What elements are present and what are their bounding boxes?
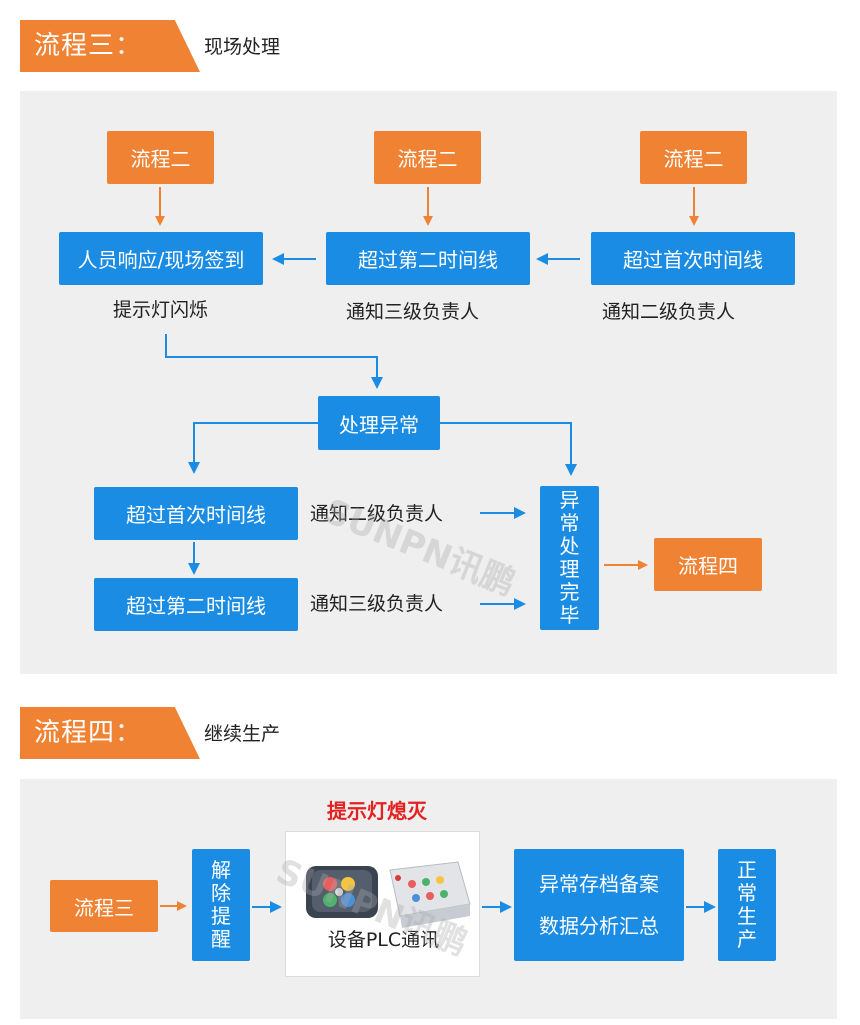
- done-char: 异: [559, 488, 580, 512]
- normal-char: 生: [737, 904, 757, 928]
- section4-tab: 流程四：: [20, 707, 200, 759]
- archive-box: 异常存档备案 数据分析汇总: [514, 849, 684, 961]
- row1-note-level3: 通知三级负责人: [346, 301, 480, 323]
- done-char: 理: [559, 557, 580, 581]
- row1-note-blink: 提示灯闪烁: [113, 299, 209, 321]
- row1-note-level2: 通知二级负责人: [602, 301, 736, 323]
- archive-line-2: 数据分析汇总: [539, 914, 659, 938]
- plc-devices-image: [306, 861, 471, 928]
- top-box-1: 流程二: [107, 131, 214, 184]
- plc-box-device-icon: [389, 861, 471, 928]
- normal-char: 正: [737, 858, 757, 882]
- normal-char: 常: [737, 881, 757, 905]
- done-char: 处: [559, 534, 580, 558]
- top-box-3: 流程二: [640, 131, 747, 184]
- normal-production-box: 正 常 生 产: [718, 849, 776, 961]
- section4-subtitle: 继续生产: [204, 723, 281, 745]
- next-flow-box: 流程四: [654, 538, 762, 591]
- section3-tab: 流程三：: [20, 20, 200, 72]
- arrow-blink-to-handle: [165, 334, 383, 389]
- archive-line-1: 异常存档备案: [539, 872, 659, 896]
- lower-note-level2: 通知二级负责人: [310, 503, 444, 525]
- done-box: 异 常 处 理 完 毕: [540, 486, 599, 630]
- release-box: 解 除 提 醒: [192, 849, 250, 961]
- lower-box-second-line: 超过第二时间线: [94, 578, 298, 631]
- arrow-handle-left: [188, 422, 318, 474]
- release-char: 除: [211, 881, 231, 905]
- row1-box-response: 人员响应/现场签到: [59, 232, 263, 285]
- release-char: 提: [211, 904, 231, 928]
- lower-box-first-line: 超过首次时间线: [94, 487, 298, 540]
- light-off-label: 提示灯熄灭: [327, 799, 427, 823]
- release-char: 解: [211, 858, 231, 882]
- device-caption: 设备PLC通讯: [327, 929, 440, 951]
- arrow-handle-right: [440, 422, 577, 476]
- row1-box-second-line: 超过第二时间线: [326, 232, 530, 285]
- device-card: 设备PLC通讯: [285, 831, 480, 977]
- s4-start-box: 流程三: [50, 880, 158, 932]
- done-char: 常: [559, 511, 580, 535]
- row1-box-first-line: 超过首次时间线: [591, 232, 795, 285]
- done-char: 毕: [559, 603, 580, 627]
- indicator-light-device-icon: [306, 866, 378, 918]
- lower-note-level3: 通知三级负责人: [310, 593, 444, 615]
- release-char: 醒: [211, 927, 231, 951]
- done-char: 完: [559, 580, 580, 604]
- normal-char: 产: [737, 927, 757, 951]
- handle-box: 处理异常: [318, 396, 440, 450]
- top-box-2: 流程二: [374, 131, 481, 184]
- section3-subtitle: 现场处理: [204, 36, 281, 58]
